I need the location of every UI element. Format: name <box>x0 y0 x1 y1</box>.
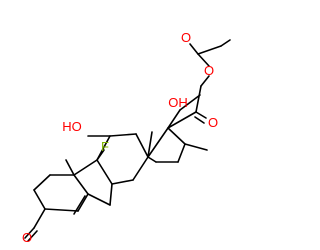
molecule-diagram: O HO F OH O O O <box>22 30 231 245</box>
bond <box>167 109 181 129</box>
bond <box>197 45 222 55</box>
fluorine-label: F <box>101 139 109 154</box>
bond <box>184 143 208 151</box>
bond <box>135 133 149 158</box>
ketone-oxygen-label: O <box>22 230 32 245</box>
bond <box>44 208 79 212</box>
c17-hydroxyl-label: OH <box>168 95 188 110</box>
bond <box>77 193 89 212</box>
bond <box>147 131 153 158</box>
bond <box>73 174 89 195</box>
atom-labels: O HO F OH O O O <box>22 30 218 245</box>
bond <box>24 227 35 239</box>
bond <box>200 75 210 87</box>
bond <box>73 159 98 176</box>
bond <box>195 111 207 119</box>
bond <box>189 43 199 55</box>
bond <box>147 156 157 163</box>
bond <box>194 116 205 124</box>
bond <box>132 156 149 181</box>
bond <box>109 133 137 137</box>
bond <box>33 208 46 229</box>
bond <box>167 111 197 129</box>
structure-canvas: O HO F OH O O O <box>21 30 231 245</box>
bond <box>27 230 38 242</box>
bond <box>87 193 111 206</box>
bond <box>195 85 202 113</box>
bond <box>65 159 75 176</box>
bond <box>33 174 51 191</box>
c11-hydroxyl-label: HO <box>62 119 82 134</box>
bonds <box>24 39 231 242</box>
bond <box>109 183 113 206</box>
bond <box>177 143 186 163</box>
bond <box>167 127 186 145</box>
bond <box>96 149 105 161</box>
bond <box>147 127 169 158</box>
bond <box>197 53 210 67</box>
bond <box>220 39 231 47</box>
bond <box>33 189 46 210</box>
ester-oxygen-label: O <box>204 63 214 78</box>
acetyl-oxygen-label: O <box>181 30 191 45</box>
bond <box>111 179 134 185</box>
bond <box>179 94 201 111</box>
bond <box>96 159 113 185</box>
c20-carbonyl-oxygen-label: O <box>208 115 218 130</box>
